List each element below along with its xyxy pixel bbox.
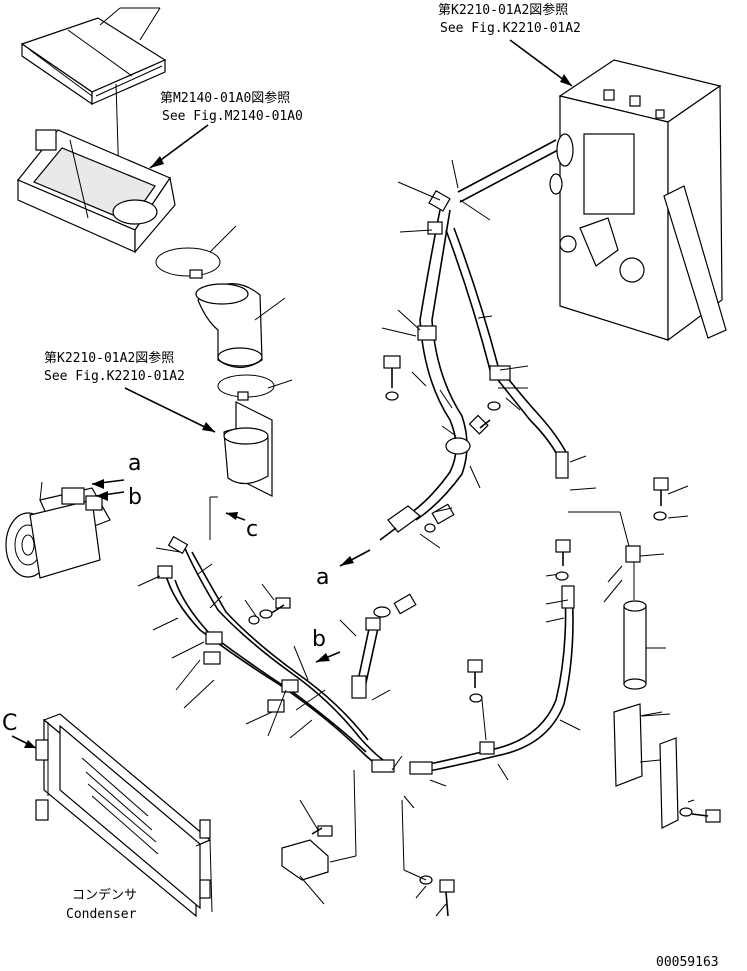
- lower-bracket: [281, 769, 357, 905]
- bolt-center-upper: [383, 355, 401, 401]
- right-leaders: [391, 511, 631, 809]
- compressor: [5, 481, 111, 579]
- bolt-right-3: [653, 477, 689, 521]
- condenser: [35, 713, 213, 918]
- evaporator-unit: [549, 59, 727, 342]
- filter-housing: [17, 129, 176, 254]
- arrow-icon: [92, 479, 104, 489]
- arrow-icon: [226, 512, 238, 520]
- arrow-icon: [24, 740, 36, 748]
- evap-ref-jp: 第K2210-01A2図参照: [438, 2, 568, 18]
- view-marker-c: c: [246, 517, 258, 542]
- filter-ref-jp: 第M2140-01A0図参照: [160, 90, 290, 106]
- bolt-center-mid: [468, 401, 501, 435]
- duct-ref-en: See Fig.K2210-01A2: [44, 369, 185, 384]
- condenser-label-en: Condenser: [66, 907, 137, 922]
- view-marker-b: b: [128, 485, 142, 510]
- left-hose-leaders: [137, 547, 326, 739]
- suction-hose: [407, 189, 471, 521]
- arrow-icon: [202, 422, 215, 432]
- evap-ref-leader: [509, 39, 573, 87]
- discharge-hose-pair: [157, 535, 395, 773]
- evap-pipe: [457, 139, 559, 203]
- view-marker-a: a: [128, 451, 141, 476]
- bolt-right-2: [467, 659, 487, 741]
- view-marker-a-lower: a: [316, 565, 329, 590]
- duct-ref-leader: [124, 387, 216, 433]
- liquid-hose-lower: [409, 585, 575, 775]
- arrow-icon: [96, 491, 108, 501]
- hose-fitting-b: [339, 593, 417, 701]
- arrow-icon: [150, 156, 164, 168]
- clamp-band-upper: [155, 225, 237, 279]
- condenser-label-jp: コンデンサ: [72, 887, 137, 903]
- evap-ref-en: See Fig.K2210-01A2: [440, 21, 581, 36]
- tube-fitting-a: [379, 503, 455, 549]
- elbow-duct: [195, 283, 286, 369]
- arrow-icon: [316, 653, 330, 662]
- duct-adapter: [223, 401, 273, 497]
- clamp-band-lower: [217, 374, 293, 401]
- receiver-dryer: [603, 545, 666, 690]
- drawing-number: 00059163: [656, 955, 719, 970]
- view-marker-b-lower: b: [312, 627, 326, 652]
- bottom-bolt: [401, 799, 455, 917]
- filter-ref-en: See Fig.M2140-01A0: [162, 109, 303, 124]
- arrow-icon: [560, 74, 572, 86]
- view-marker-c-upper: C: [2, 711, 17, 736]
- filter-element: [20, 17, 167, 106]
- bolt-right-1: [555, 539, 571, 581]
- bolt-left: [244, 583, 291, 625]
- liquid-hose-upper: [445, 227, 569, 479]
- dryer-bracket: [613, 703, 721, 829]
- center-leaders: [381, 159, 597, 491]
- duct-ref-jp: 第K2210-01A2図参照: [44, 350, 174, 366]
- arrow-icon: [340, 556, 354, 566]
